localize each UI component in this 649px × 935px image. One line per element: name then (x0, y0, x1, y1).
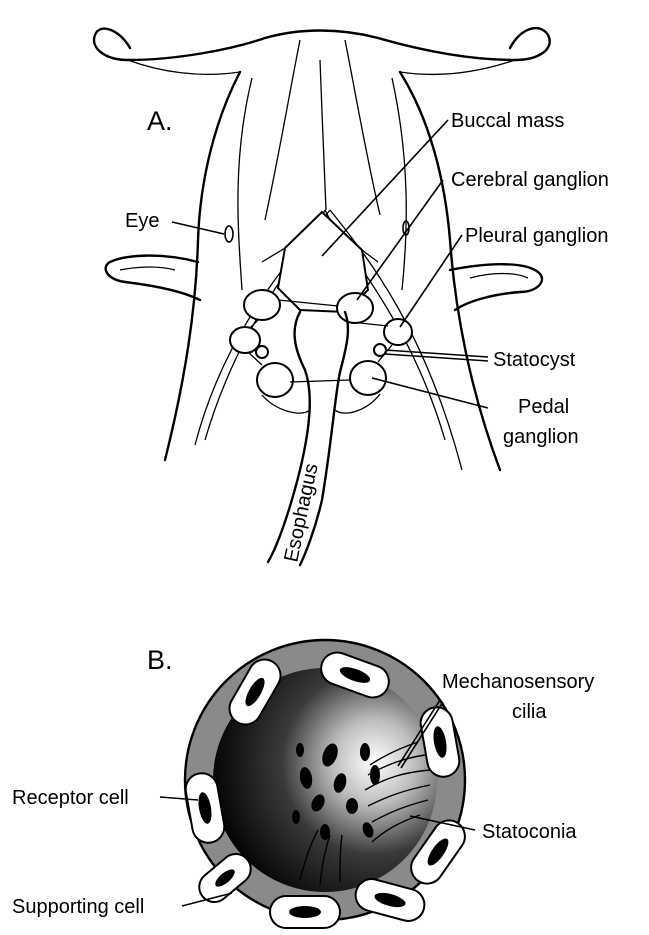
left-tentacle (106, 256, 200, 300)
label-cerebral-ganglion: Cerebral ganglion (451, 169, 609, 191)
label-receptor-cell: Receptor cell (12, 787, 129, 809)
label-supporting-cell: Supporting cell (12, 896, 144, 918)
left-eye (225, 226, 233, 242)
label-pedal-ganglion-line1: Pedal (518, 396, 569, 418)
label-esophagus: Esophagus (280, 462, 322, 564)
left-cerebral-ganglion (244, 290, 280, 320)
label-pleural-ganglion: Pleural ganglion (465, 225, 608, 247)
right-cerebral-ganglion (337, 293, 373, 323)
label-mechanosensory-line2: cilia (512, 701, 547, 723)
panel-b-statocyst (183, 640, 471, 928)
label-buccal-mass: Buccal mass (451, 110, 564, 132)
left-pleural-ganglion (230, 327, 260, 353)
right-pedal-ganglion (350, 361, 386, 395)
left-pedal-ganglion (257, 363, 293, 397)
label-pedal-ganglion-line2: ganglion (503, 426, 579, 448)
leader-pleural-ganglion (400, 235, 462, 327)
panel-a-label: A. (147, 106, 173, 136)
leader-pedal-ganglion (372, 378, 488, 408)
leader-statocyst (385, 350, 488, 357)
right-pleural-ganglion (384, 319, 412, 345)
leader-buccal-mass (322, 120, 448, 256)
label-statocyst: Statocyst (493, 349, 576, 371)
label-mechanosensory-line1: Mechanosensory (442, 671, 594, 693)
head-outline (94, 28, 550, 60)
right-tentacle (450, 264, 542, 310)
statocyst-a-left (256, 346, 268, 358)
panel-b-label: B. (147, 645, 173, 675)
label-statoconia: Statoconia (482, 821, 577, 843)
left-body-wall (165, 72, 240, 460)
label-eye: Eye (125, 210, 159, 232)
